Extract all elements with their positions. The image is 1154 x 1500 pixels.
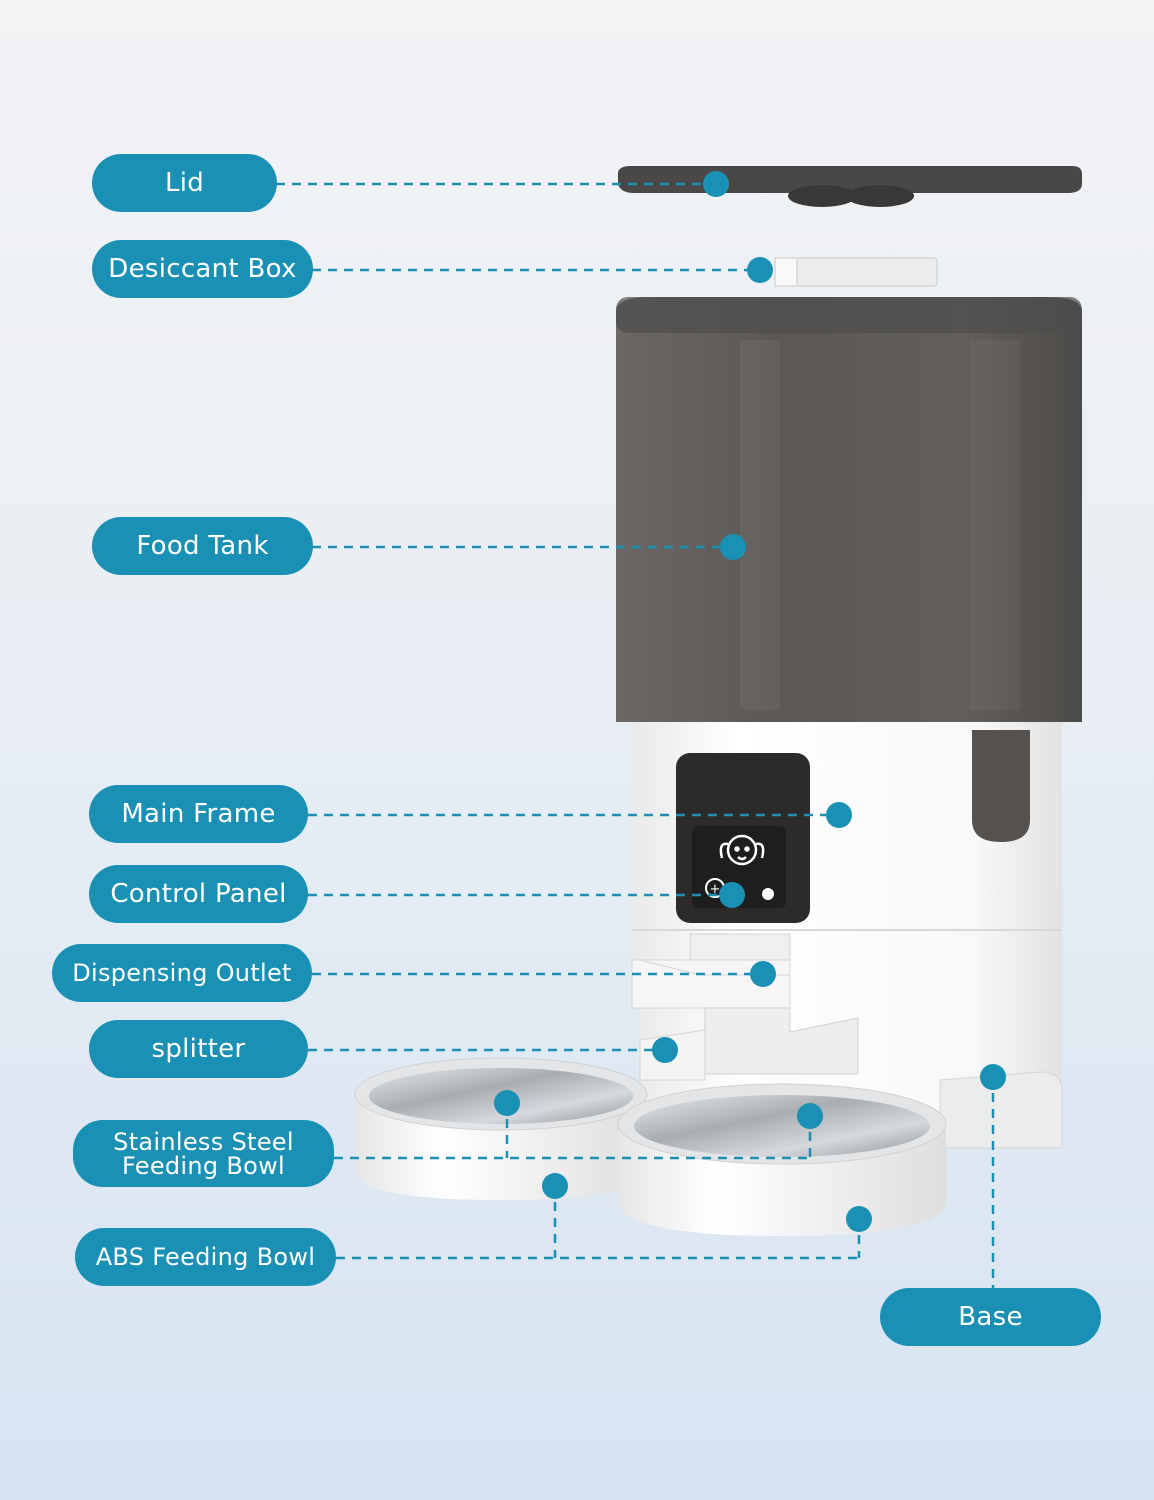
food-tank-label: Food Tank xyxy=(92,517,313,575)
abs-bowl-dot-right xyxy=(846,1206,872,1232)
stainless-bowl-dot-right xyxy=(797,1103,823,1129)
splitter-label: splitter xyxy=(89,1020,308,1078)
food-tank-dot xyxy=(720,534,746,560)
svg-text:+: + xyxy=(710,882,721,897)
desiccant-box-part xyxy=(774,257,938,287)
control-panel-dot xyxy=(719,882,745,908)
control-panel-part: + xyxy=(676,753,810,923)
left-bowl-part xyxy=(354,1057,648,1200)
base-part xyxy=(939,1071,1063,1149)
stainless-bowl-label-text: Stainless Steel Feeding Bowl xyxy=(113,1127,294,1180)
main-frame-label: Main Frame xyxy=(89,785,308,843)
desiccant-box-label: Desiccant Box xyxy=(92,240,313,298)
lid-dot xyxy=(703,171,729,197)
main-frame-dot xyxy=(826,802,852,828)
right-bowl-part xyxy=(617,1083,947,1236)
desiccant-box-label-text: Desiccant Box xyxy=(108,253,297,284)
power-dot-icon xyxy=(762,888,774,900)
dog-face-icon xyxy=(719,834,765,866)
lid-label-text: Lid xyxy=(164,167,205,198)
main-frame-label-text: Main Frame xyxy=(121,798,276,829)
dispensing-outlet-label: Dispensing Outlet xyxy=(52,944,312,1002)
base-label-text: Base xyxy=(958,1301,1023,1332)
dispensing-outlet-label-text: Dispensing Outlet xyxy=(72,958,292,987)
abs-bowl-dot-left xyxy=(542,1173,568,1199)
abs-bowl-label: ABS Feeding Bowl xyxy=(75,1228,336,1286)
control-panel-label: Control Panel xyxy=(89,865,308,923)
desiccant-dot xyxy=(747,257,773,283)
lid-part xyxy=(618,166,1082,207)
splitter-label-text: splitter xyxy=(151,1033,246,1064)
lid-label: Lid xyxy=(92,154,277,212)
dispensing-outlet-dot xyxy=(750,961,776,987)
food-tank-part xyxy=(616,297,1082,722)
abs-bowl-label-text: ABS Feeding Bowl xyxy=(95,1242,316,1271)
control-panel-label-text: Control Panel xyxy=(110,878,287,909)
stainless-bowl-dot-left xyxy=(494,1090,520,1116)
food-tank-label-text: Food Tank xyxy=(136,530,269,561)
base-dot xyxy=(980,1064,1006,1090)
stainless-bowl-label: Stainless Steel Feeding Bowl xyxy=(73,1120,334,1187)
base-label: Base xyxy=(880,1288,1101,1346)
splitter-dot xyxy=(652,1037,678,1063)
